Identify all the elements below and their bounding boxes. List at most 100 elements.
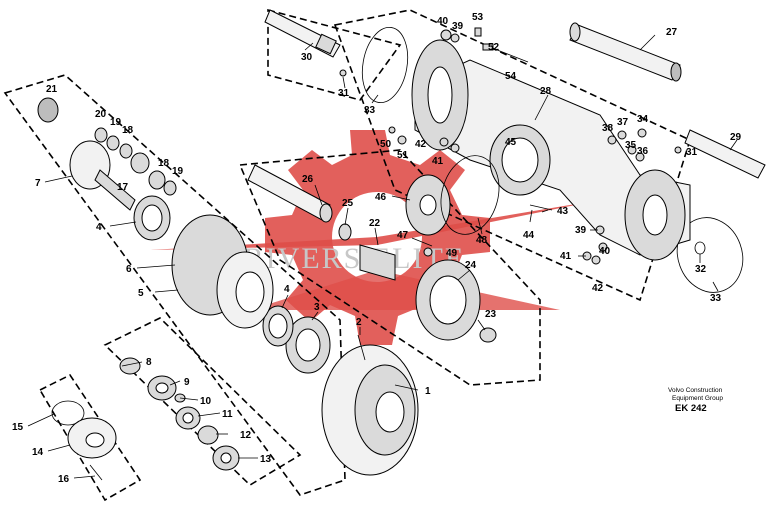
part-washer-40b [598,242,608,252]
part-plug-49 [423,247,433,257]
callout-52: 52 [488,42,500,53]
part-washer-25 [338,223,352,241]
callout-19-top: 19 [110,117,122,128]
group-outline-flange [38,373,142,502]
callout-49: 49 [446,248,458,259]
part-bearing-9 [147,375,177,401]
part-nut-11 [175,406,201,430]
part-ring-19 [106,135,120,151]
callout-37: 37 [617,117,629,128]
callout-3: 3 [314,302,320,313]
part-cap-34 [637,128,647,138]
callout-2: 2 [356,317,362,328]
part-pin-47 [411,237,433,247]
part-bearing-3 [285,316,331,374]
callout-38: 38 [602,123,614,134]
part-gear-21 [37,97,59,123]
part-washer-51 [397,135,407,145]
callout-28: 28 [540,86,552,97]
callout-25: 25 [342,198,354,209]
callout-41-top: 41 [432,156,444,167]
callout-45: 45 [505,137,517,148]
part-ring-48 [440,155,500,235]
callout-53: 53 [472,12,484,23]
callout-34: 34 [637,114,649,125]
callout-18-top: 18 [122,125,134,136]
part-hose-54 [491,47,529,63]
part-flange-14 [67,417,117,459]
callout-31-right: 31 [686,147,698,158]
caption-company-line1: Volvo Construction [668,387,723,394]
callout-20: 20 [95,109,107,120]
callout-24: 24 [465,260,477,271]
part-gear-22 [359,244,396,281]
callout-42-right: 42 [592,283,604,294]
group-outline-center [238,149,541,386]
callout-7: 7 [35,178,41,189]
part-seal-4-upper [133,195,171,241]
part-washer-42b [591,255,601,265]
callout-33-right: 33 [710,293,722,304]
part-flange-7 [69,140,136,211]
callout-19-bottom: 19 [172,166,184,177]
callout-4-lower: 4 [284,284,290,295]
caption-company-line2: Equipment Group [672,395,723,402]
part-disc-46 [405,174,451,236]
part-pin-43 [529,204,553,211]
callout-47: 47 [397,230,409,241]
part-shaft-29 [684,129,766,179]
callout-6: 6 [126,264,132,275]
part-bearing-17 [130,152,150,174]
caption-figure-code: EK 242 [675,403,707,414]
callout-14: 14 [32,447,44,458]
callout-40-top: 40 [437,16,449,27]
callout-1: 1 [425,386,431,397]
callout-50: 50 [380,139,392,150]
callout-29: 29 [730,132,742,143]
part-breather-53 [474,27,482,37]
part-plug-36 [635,152,645,162]
part-oring-33-top [361,26,409,104]
callout-42-top: 42 [415,139,427,150]
part-plug-40 [440,29,452,41]
callout-13: 13 [260,454,272,465]
part-valve-35 [627,145,637,155]
callout-35: 35 [625,140,637,151]
part-washer-8 [119,357,141,375]
callout-9: 9 [184,377,190,388]
callout-48: 48 [476,235,488,246]
part-hub-1 [321,344,419,476]
callout-40-right: 40 [599,246,611,257]
callout-51: 51 [397,150,409,161]
callout-17: 17 [117,182,129,193]
callout-39-right: 39 [575,225,587,236]
callout-21: 21 [46,84,58,95]
group-outline-hub [103,317,302,487]
callout-36: 36 [637,146,649,157]
part-ring-24 [415,259,481,341]
callout-33-top: 33 [364,105,376,116]
part-shaft-27 [569,22,682,82]
part-ring-gear-5 [171,214,274,329]
part-bolt-16 [89,464,103,481]
callout-44: 44 [523,230,535,241]
callout-22: 22 [369,218,381,229]
callout-43: 43 [557,206,569,217]
callout-31-left: 31 [338,88,350,99]
part-screw-50 [388,126,396,134]
callout-26: 26 [302,174,314,185]
part-fitting-38 [607,135,617,145]
callout-27: 27 [666,27,678,38]
callout-16: 16 [58,474,70,485]
part-ring-20 [94,127,108,143]
callout-18-bottom: 18 [158,158,170,169]
part-ring-19b [163,180,177,196]
part-fitting-37 [617,130,627,140]
part-plug-23 [479,327,497,343]
part-bolt-2 [357,334,366,361]
part-washer-12 [197,425,219,445]
part-fitting-52 [482,43,494,51]
part-plug-31b [674,146,682,154]
